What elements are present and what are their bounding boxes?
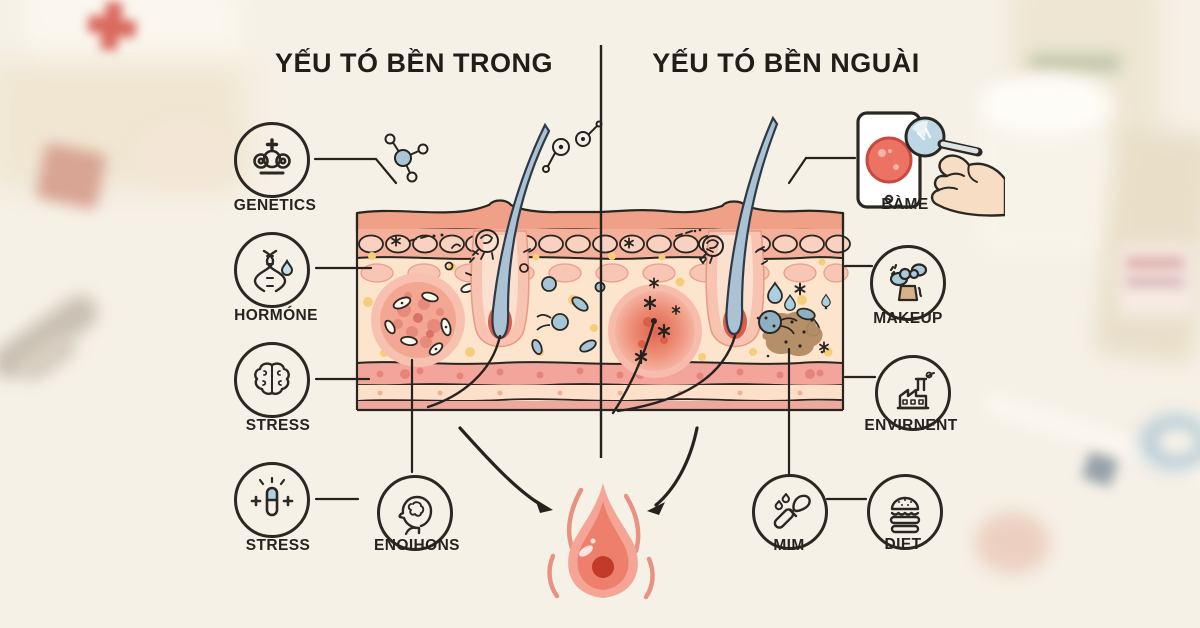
environment-label: ENVIRNENT bbox=[864, 417, 958, 434]
bacteria-left bbox=[519, 263, 606, 356]
inflamed-area-left bbox=[371, 273, 476, 367]
stress-brain-icon bbox=[234, 342, 310, 418]
environment-icon bbox=[875, 355, 951, 431]
hair-follicle-left bbox=[470, 122, 551, 348]
bg-pink-disc bbox=[975, 512, 1050, 574]
molecule-doodles bbox=[384, 120, 603, 183]
emotions-label: ENOIHONS bbox=[374, 537, 460, 554]
diet-label: DIET bbox=[884, 536, 922, 553]
bg-blue-ring-hole bbox=[1157, 428, 1197, 456]
bg-jar-right-label-text2 bbox=[1126, 278, 1184, 286]
genetics-icon bbox=[234, 122, 310, 198]
inflamed-area-right bbox=[608, 277, 702, 378]
inflamed-pimple bbox=[547, 483, 655, 600]
emotions-icon bbox=[377, 475, 453, 551]
external-factors-title: YẾU TÓ BỀN NGUÀI bbox=[652, 48, 920, 78]
mim-brush-icon bbox=[752, 474, 828, 550]
makeup-label: MAKEUP bbox=[873, 310, 943, 327]
phone-magnifier-icon bbox=[856, 111, 1005, 217]
pollution-right bbox=[756, 282, 831, 358]
surface-doodles bbox=[391, 228, 768, 276]
mim-label: MIM bbox=[773, 537, 805, 554]
bg-powder-puff bbox=[136, 122, 236, 188]
hormone-icon bbox=[234, 232, 310, 308]
bg-jar-middle-lid bbox=[980, 75, 1110, 135]
bame-label: BÀME bbox=[881, 196, 929, 213]
bg-jar-label-green bbox=[1030, 55, 1120, 71]
hormone-label: HORMÓNE bbox=[234, 307, 318, 324]
bg-jar-right-label-text1 bbox=[1126, 258, 1184, 268]
internal-factors-title: YẾU TÓ BỀN TRONG bbox=[274, 48, 553, 78]
genetics-label: GENETICS bbox=[233, 197, 317, 214]
hair-follicle-right bbox=[705, 115, 779, 348]
stress-pill-icon bbox=[234, 462, 310, 538]
makeup-icon bbox=[870, 245, 946, 321]
result-arrows bbox=[458, 426, 699, 515]
diet-icon bbox=[867, 474, 943, 550]
stress-brain-label: STRESS bbox=[245, 417, 311, 434]
connector-lines bbox=[313, 156, 877, 501]
stress-pill-label: STRESS bbox=[245, 537, 311, 554]
